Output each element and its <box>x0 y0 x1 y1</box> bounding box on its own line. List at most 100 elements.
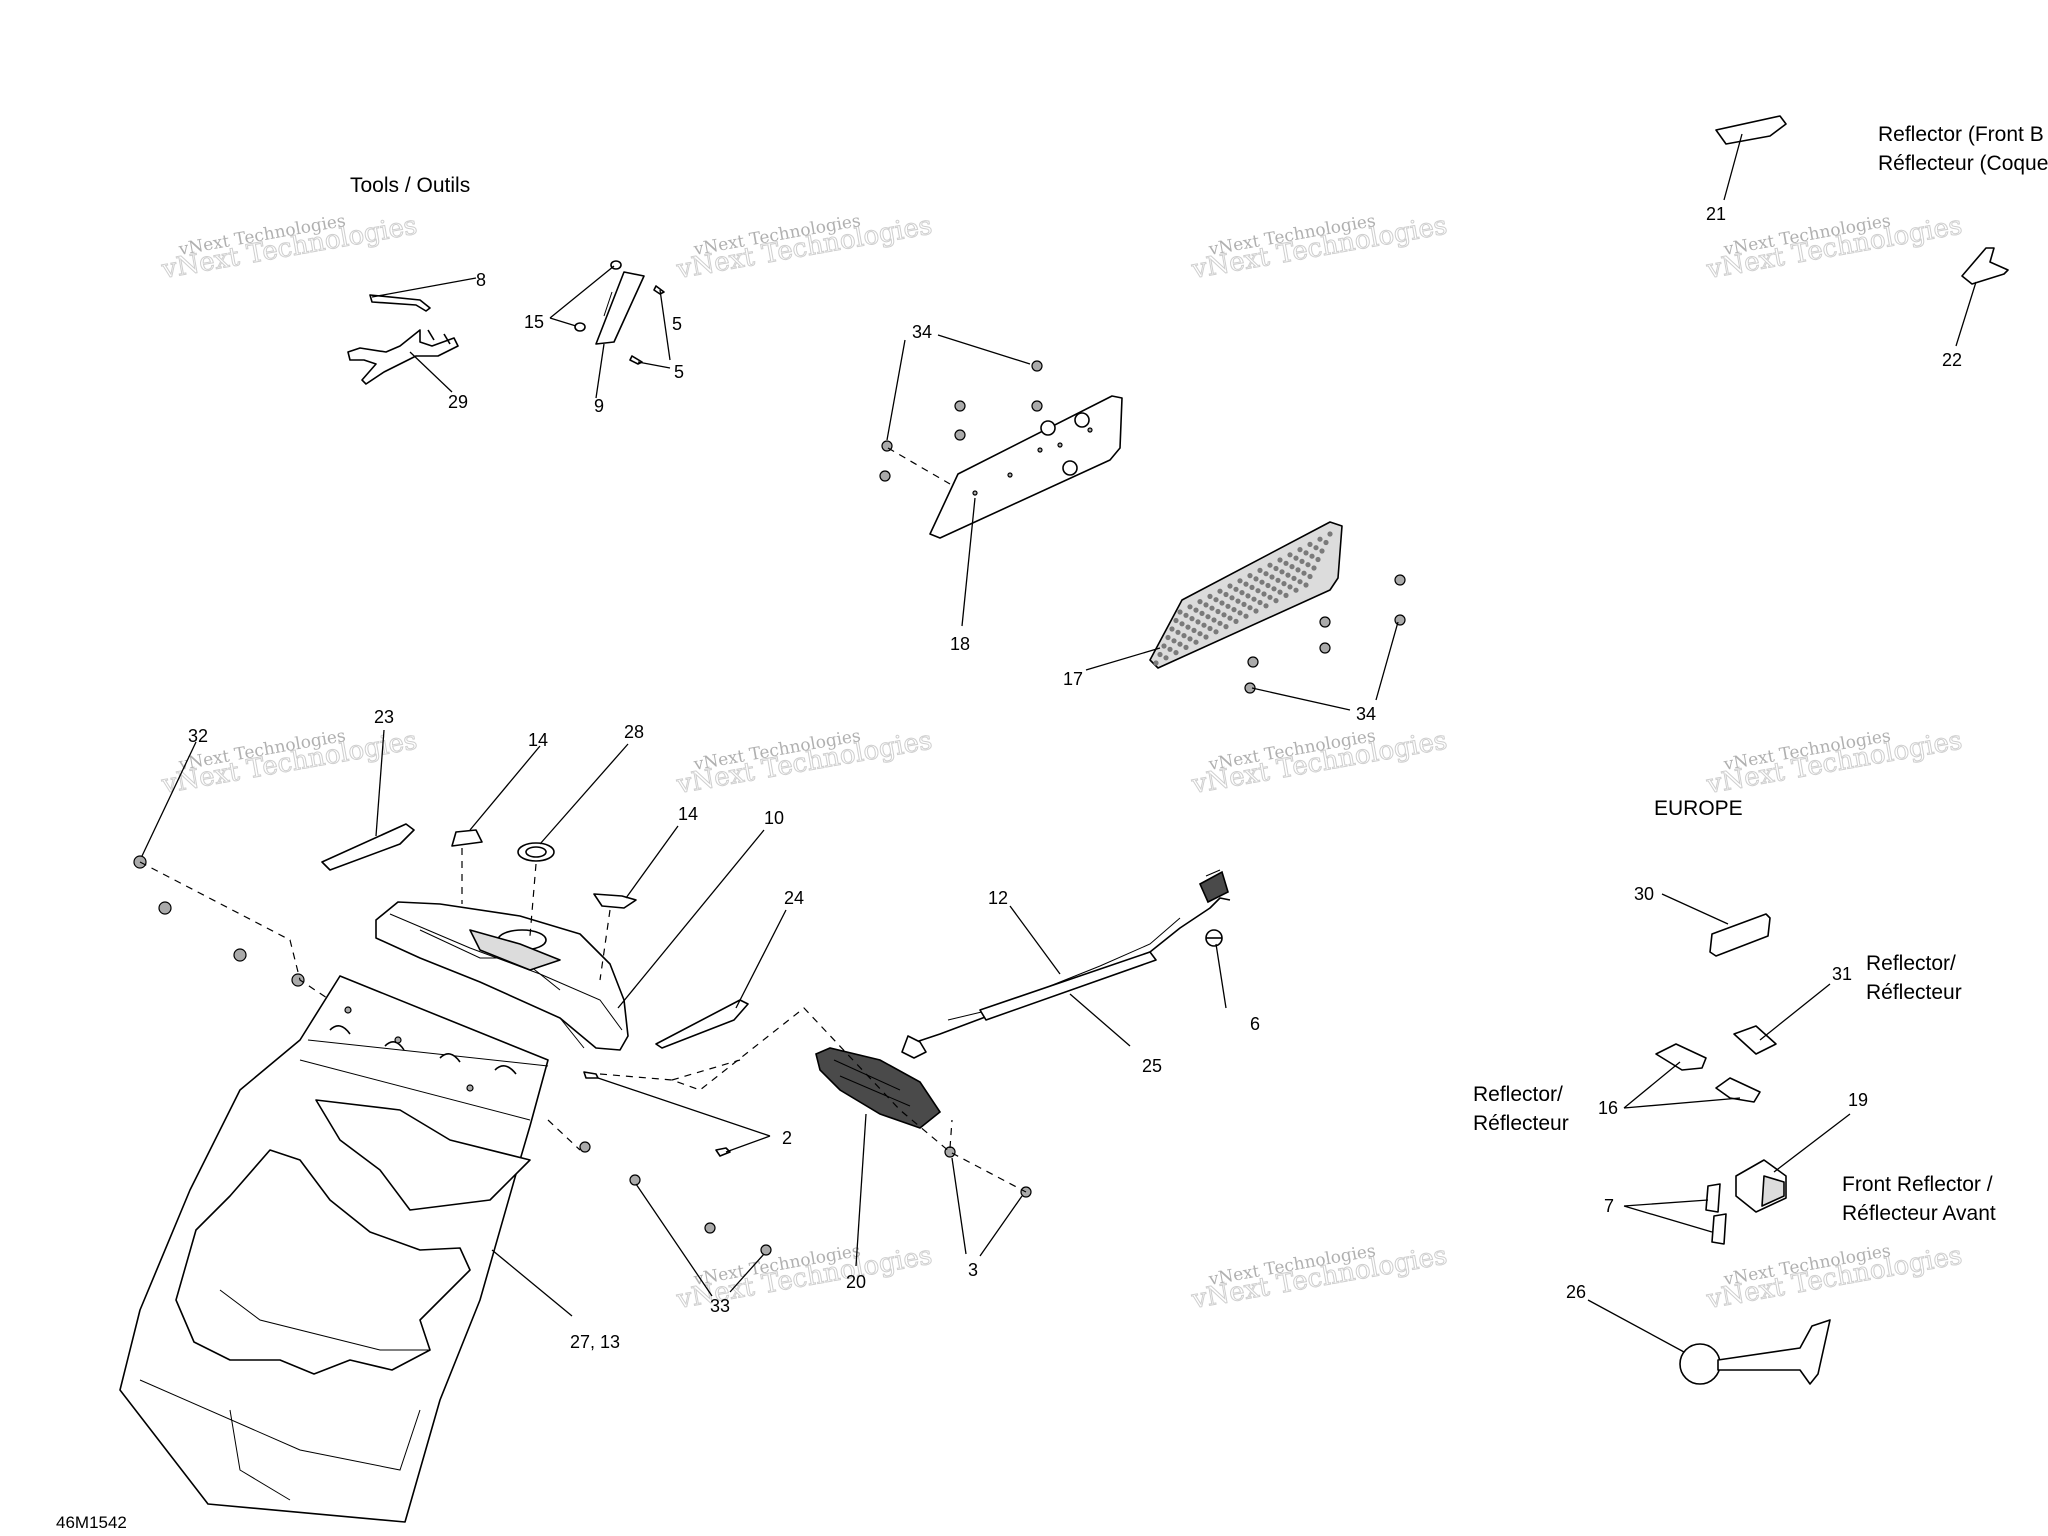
texture-dot <box>1297 547 1303 553</box>
texture-dot <box>1223 591 1229 598</box>
part-22-reflector <box>1961 247 2009 285</box>
texture-dot <box>1257 599 1263 606</box>
caption-reflector-front-line2: Réflecteur (Coque <box>1878 152 2048 175</box>
callout-25: 25 <box>1142 1056 1162 1076</box>
part-6-clip <box>1205 929 1223 947</box>
caption-reflector-16-line2: Réflecteur <box>1473 1112 1569 1135</box>
part-12-wiring-harness <box>901 869 1231 1059</box>
callout-24: 24 <box>784 888 804 908</box>
callout-14-left: 14 <box>528 730 548 750</box>
part-29-tool-bracket <box>347 329 459 385</box>
callout-29: 29 <box>448 392 468 412</box>
texture-dot <box>1299 558 1305 565</box>
texture-dot <box>1283 560 1289 566</box>
texture-dot <box>1263 603 1269 609</box>
texture-dot <box>1209 605 1215 611</box>
texture-dot <box>1265 582 1271 589</box>
texture-dot <box>1203 602 1209 608</box>
texture-dot <box>1275 577 1281 583</box>
part-16-reflectors <box>1655 1043 1761 1103</box>
texture-dot <box>1217 620 1223 626</box>
callout-27-13: 27, 13 <box>570 1332 620 1352</box>
texture-dot <box>1217 588 1223 594</box>
caption-front-reflector-line1: Front Reflector / <box>1842 1173 1993 1196</box>
texture-dot <box>1195 619 1201 625</box>
texture-dot <box>1271 586 1277 592</box>
texture-dot <box>1189 616 1195 622</box>
texture-dot <box>1197 631 1203 637</box>
texture-dot <box>1173 617 1179 624</box>
part-32-nuts <box>133 855 305 987</box>
callout-10: 10 <box>764 808 784 828</box>
texture-dot <box>1197 599 1203 605</box>
part-14-decal <box>451 829 637 909</box>
texture-dot <box>1293 555 1299 561</box>
texture-dot <box>1301 570 1307 576</box>
texture-dot <box>1287 552 1293 558</box>
part-8-tool-wrench <box>369 294 431 312</box>
texture-dot <box>1213 629 1219 635</box>
texture-dot <box>1291 575 1297 582</box>
texture-dot <box>1167 646 1173 652</box>
part-33-nuts <box>579 1141 772 1256</box>
texture-dot <box>1327 531 1333 537</box>
texture-dot <box>1319 548 1325 554</box>
texture-dot <box>1177 609 1183 615</box>
texture-dot <box>1313 545 1319 551</box>
texture-dot <box>1269 574 1275 580</box>
texture-dot <box>1251 596 1257 602</box>
texture-dot <box>1187 636 1193 642</box>
texture-dot <box>1243 613 1249 619</box>
texture-dot <box>1293 587 1299 593</box>
callout-9: 9 <box>594 396 604 416</box>
texture-dot <box>1253 608 1259 614</box>
texture-dot <box>1237 610 1243 616</box>
callout-6: 6 <box>1250 1014 1260 1034</box>
texture-dot <box>1237 578 1243 584</box>
texture-dot <box>1323 539 1329 546</box>
caption-europe: EUROPE <box>1654 797 1743 820</box>
callout-34-top: 34 <box>912 322 932 342</box>
texture-dot <box>1267 562 1273 568</box>
callout-34-bottom: 34 <box>1356 704 1376 724</box>
texture-dot <box>1289 564 1295 570</box>
texture-dot <box>1295 567 1301 573</box>
texture-dot <box>1207 625 1213 632</box>
callout-17: 17 <box>1063 669 1083 689</box>
part-30-reflector <box>1709 913 1771 957</box>
texture-dot <box>1247 605 1253 611</box>
texture-dot <box>1227 583 1233 589</box>
texture-dot <box>1205 614 1211 620</box>
texture-dot <box>1277 557 1283 563</box>
texture-dot <box>1285 572 1291 578</box>
callout-12: 12 <box>988 888 1008 908</box>
texture-dot <box>1227 615 1233 621</box>
texture-dot <box>1277 589 1283 595</box>
callout-7: 7 <box>1604 1196 1614 1216</box>
texture-dot <box>1255 588 1261 594</box>
texture-dot <box>1225 603 1231 609</box>
texture-dot <box>1315 556 1321 563</box>
texture-dot <box>1183 644 1189 651</box>
texture-dot <box>1261 591 1267 597</box>
texture-dot <box>1229 595 1235 601</box>
callout-15: 15 <box>524 312 544 332</box>
texture-dot <box>1281 581 1287 587</box>
part-18-plate <box>929 395 1123 539</box>
callout-2: 2 <box>782 1128 792 1148</box>
texture-dot <box>1245 593 1251 599</box>
texture-dot <box>1187 604 1193 610</box>
texture-dot <box>1185 624 1191 630</box>
texture-dot <box>1243 581 1249 587</box>
texture-dot <box>1201 622 1207 628</box>
part-34-nuts <box>879 360 1406 694</box>
texture-dot <box>1249 584 1255 591</box>
texture-dot <box>1273 565 1279 572</box>
part-25-trim-strip <box>979 951 1157 1021</box>
part-7-clips <box>1705 1183 1727 1245</box>
texture-dot <box>1307 541 1313 548</box>
texture-dot <box>1287 584 1293 590</box>
watermark: vNext Technologies vNext Technologies <box>1188 1240 1450 1316</box>
part-17-textured-plate <box>1149 521 1343 669</box>
caption-reflector-16-line1: Reflector/ <box>1473 1083 1563 1106</box>
